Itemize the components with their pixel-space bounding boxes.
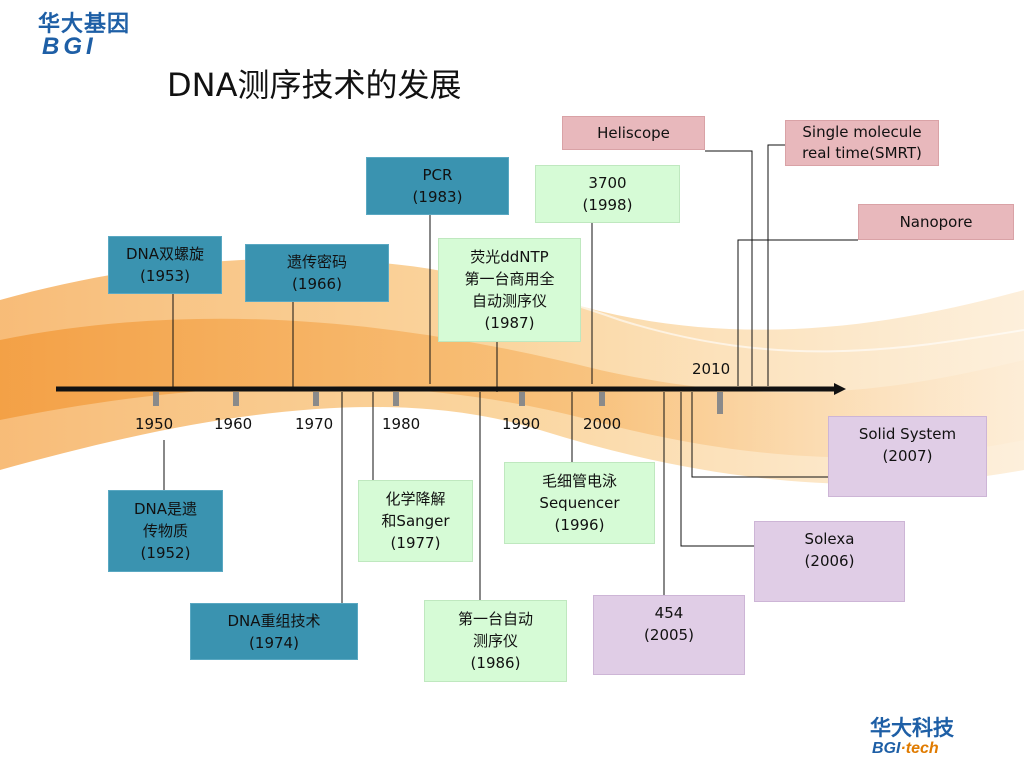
- event-sanger: 化学降解 和Sanger (1977): [358, 480, 473, 562]
- event-year: (1983): [412, 188, 463, 206]
- tick-2010: [717, 392, 723, 414]
- event-year: (2005): [644, 626, 694, 644]
- tick-2000: [599, 392, 605, 406]
- event-recombinant-dna: DNA重组技术 (1974): [190, 603, 358, 660]
- tick-1960: [233, 392, 239, 406]
- tick-1990: [519, 392, 525, 406]
- event-line: 测序仪: [472, 632, 518, 650]
- event-3700: 3700 (1998): [535, 165, 680, 223]
- event-solexa: Solexa (2006): [754, 521, 905, 602]
- tick-1950: [153, 392, 159, 406]
- event-line: Solexa: [804, 530, 855, 548]
- event-line: 遗传密码: [286, 253, 347, 271]
- event-line: Single molecule: [802, 123, 922, 141]
- event-year: (1998): [582, 196, 633, 214]
- axis-label-1950: 1950: [135, 415, 174, 433]
- event-heliscope: Heliscope: [562, 116, 705, 150]
- connector-nanopore: [737, 239, 858, 386]
- event-year: (2007): [882, 447, 933, 465]
- event-solid-system: Solid System (2007): [828, 416, 987, 497]
- event-line: DNA双螺旋: [125, 245, 205, 263]
- event-line: Sequencer: [539, 494, 620, 512]
- event-first-auto-sequencer: 第一台自动 测序仪 (1986): [424, 600, 567, 682]
- bgi-logo-chinese: 华大基因: [38, 12, 131, 37]
- event-line: Heliscope: [597, 124, 670, 142]
- event-pcr: PCR (1983): [366, 157, 509, 215]
- event-year: (1966): [292, 275, 342, 293]
- event-nanopore: Nanopore: [858, 204, 1014, 240]
- event-genetic-code: 遗传密码 (1966): [245, 244, 389, 302]
- event-dna-genetic-material: DNA是遗 传物质 (1952): [108, 490, 223, 572]
- axis-label-1980: 1980: [382, 415, 421, 433]
- event-year: (1953): [140, 267, 190, 285]
- axis-label-2010: 2010: [692, 360, 731, 378]
- bgi-tech-logo-chinese: 华大科技: [870, 716, 954, 740]
- connector-heliscope: [705, 150, 753, 386]
- event-line: 自动测序仪: [471, 292, 547, 310]
- bgi-tech-logo-tech: ·tech: [900, 740, 939, 757]
- event-line: Nanopore: [899, 213, 973, 231]
- event-line: 传物质: [142, 522, 188, 540]
- event-line: 3700: [588, 174, 627, 192]
- slide-title: DNA测序技术的发展: [167, 66, 462, 104]
- tick-1980: [393, 392, 399, 406]
- event-year: (1974): [249, 633, 299, 652]
- event-year: (1986): [470, 654, 521, 672]
- axis-label-1990: 1990: [502, 415, 541, 433]
- event-line: DNA是遗: [133, 500, 198, 518]
- event-line: 第一台自动: [457, 610, 533, 628]
- event-line: 荧光ddNTP: [470, 248, 549, 266]
- event-line: 第一台商用全: [464, 270, 555, 288]
- event-dna-double-helix: DNA双螺旋 (1953): [108, 236, 222, 294]
- event-line: Solid System: [858, 425, 957, 443]
- bgi-logo: 华大基因 BGI: [38, 6, 150, 60]
- bgi-tech-logo-bgi: BGI: [872, 740, 901, 757]
- event-year: (1987): [484, 314, 535, 332]
- bgi-logo-english: BGI: [42, 33, 97, 60]
- axis-label-1960: 1960: [214, 415, 253, 433]
- axis-label-2000: 2000: [583, 415, 622, 433]
- event-line: 454: [654, 604, 684, 622]
- connector-smrt: [767, 144, 785, 386]
- event-454: 454 (2005): [593, 595, 745, 675]
- event-fluorescent-ddntp: 荧光ddNTP 第一台商用全 自动测序仪 (1987): [438, 238, 581, 342]
- event-year: (2006): [804, 552, 855, 570]
- tick-1970: [313, 392, 319, 406]
- event-line: 化学降解: [385, 490, 446, 508]
- connector-solexa: [680, 392, 754, 547]
- timeline-arrowhead: [834, 383, 846, 395]
- event-year: (1977): [390, 534, 441, 552]
- connector-solid: [691, 392, 828, 478]
- bgi-tech-logo: 华大科技 BGI·tech: [870, 712, 990, 764]
- event-year: (1996): [554, 516, 605, 534]
- event-line: real time(SMRT): [802, 144, 922, 162]
- event-line: DNA重组技术: [227, 611, 321, 630]
- event-line: 毛细管电泳: [541, 472, 617, 490]
- event-smrt: Single molecule real time(SMRT): [785, 120, 939, 166]
- axis-label-1970: 1970: [295, 415, 334, 433]
- event-line: 和Sanger: [381, 512, 450, 530]
- event-line: PCR: [422, 166, 453, 184]
- event-year: (1952): [140, 544, 191, 562]
- bgi-tech-logo-english: BGI·tech: [872, 740, 939, 758]
- event-capillary-sequencer: 毛细管电泳 Sequencer (1996): [504, 462, 655, 544]
